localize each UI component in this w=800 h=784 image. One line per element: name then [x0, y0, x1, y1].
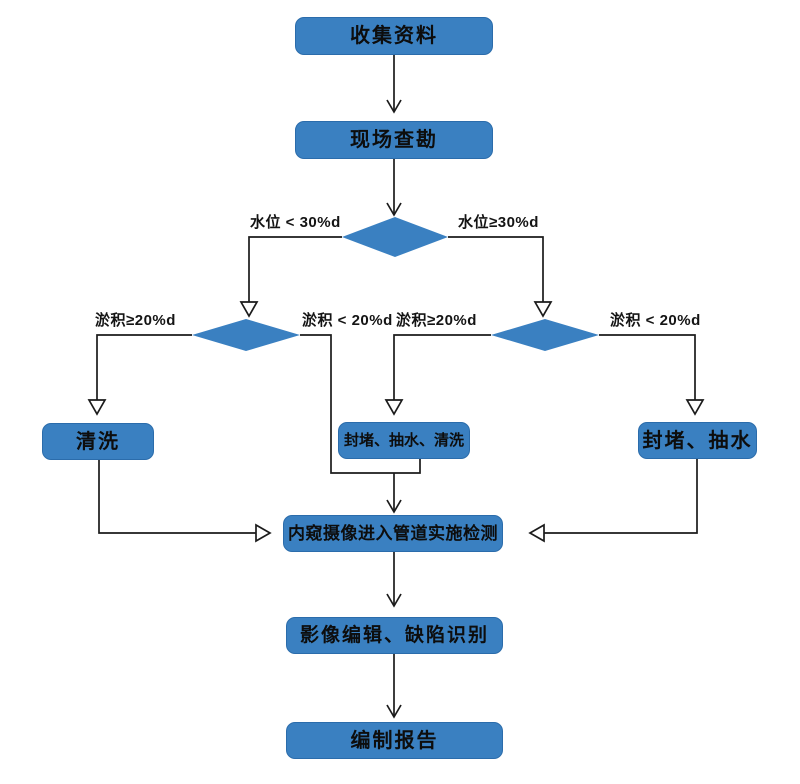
branch-label-silt-lt-20-left: 淤积 < 20%d: [302, 312, 393, 329]
edge-collect-survey: [386, 55, 402, 114]
edge-water-lt-branch: [239, 236, 342, 318]
node-site-survey: 现场查勘: [295, 121, 493, 159]
node-image-edit-defect: 影像编辑、缺陷识别: [286, 617, 503, 654]
edge-water-ge-branch: [448, 236, 553, 318]
edge-siltL-lt-merge: [300, 334, 421, 474]
edge-clean-inspect: [98, 460, 272, 543]
edge-siltR-lt-pp: [599, 334, 705, 416]
branch-label-silt-lt-20-right: 淤积 < 20%d: [610, 312, 701, 329]
decision-silt-left-diamond: [192, 319, 300, 351]
branch-label-water-ge-30: 水位≥30%d: [458, 214, 539, 231]
edge-merge-inspect: [386, 473, 402, 514]
node-compile-report: 编制报告: [286, 722, 503, 759]
edge-siltL-ge-clean: [87, 334, 192, 416]
edge-siltR-ge-ppc: [384, 334, 491, 416]
node-camera-inspect: 内窥摄像进入管道实施检测: [283, 515, 503, 552]
decision-silt-right-diamond: [491, 319, 599, 351]
decision-water-level-diamond: [342, 217, 448, 257]
node-collect-data: 收集资料: [295, 17, 493, 55]
branch-label-silt-ge-20-left: 淤积≥20%d: [95, 312, 176, 329]
edge-inspect-edit: [386, 552, 402, 608]
edge-edit-report: [386, 654, 402, 719]
edge-pp-inspect: [528, 459, 698, 543]
branch-label-water-lt-30: 水位 < 30%d: [250, 214, 341, 231]
edge-survey-waterlevel: [386, 159, 402, 217]
node-plug-pump: 封堵、抽水: [638, 422, 757, 459]
node-clean: 清洗: [42, 423, 154, 460]
node-plug-pump-clean: 封堵、抽水、清洗: [338, 422, 470, 459]
branch-label-silt-ge-20-right: 淤积≥20%d: [396, 312, 477, 329]
